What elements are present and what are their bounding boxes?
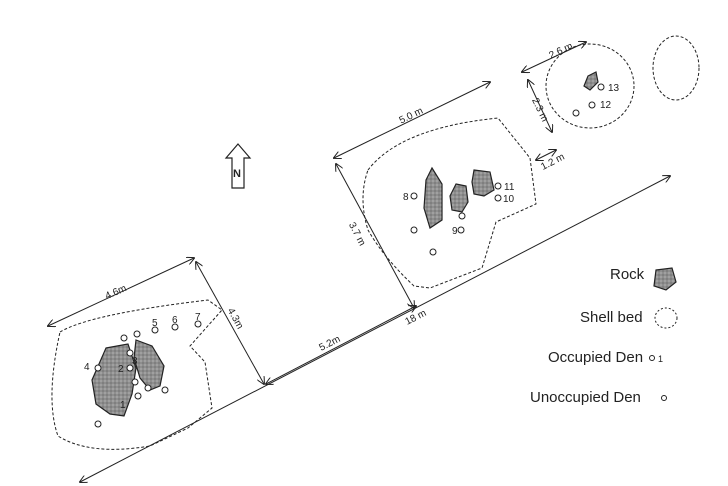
rock-central-3 <box>471 169 495 197</box>
distance-label: 4.6m <box>104 283 129 302</box>
den-number: 9 <box>452 226 458 237</box>
north-arrow-icon <box>224 143 252 189</box>
den-number: 8 <box>403 192 409 203</box>
den-number: 2 <box>118 364 124 375</box>
distance-arrow-4-6m <box>48 258 194 326</box>
north-label: N <box>233 168 241 180</box>
den <box>588 101 596 109</box>
den-number: 12 <box>600 100 612 111</box>
distance-arrow-3-7m <box>336 164 414 308</box>
den <box>597 83 605 91</box>
den <box>429 248 437 256</box>
shell-bed-northeast <box>545 43 635 129</box>
den <box>94 364 102 372</box>
den <box>494 194 502 202</box>
den <box>144 384 152 392</box>
distance-label: 5.0 m <box>398 106 425 127</box>
legend-unoccupied-den-label: Unoccupied Den <box>530 389 641 406</box>
distance-arrow-4-3m <box>196 262 264 384</box>
den-number: 4 <box>84 362 90 373</box>
distance-arrow-18m <box>80 176 670 482</box>
den <box>131 378 139 386</box>
shell-bed-far-east <box>652 35 700 101</box>
distance-label: 2.6 m <box>547 41 574 62</box>
distance-label: 2.3 m <box>529 96 550 123</box>
distance-label: 1.2 m <box>539 152 566 173</box>
rock-northeast <box>583 71 599 91</box>
den <box>94 420 102 428</box>
distance-arrow-2-6m <box>522 42 586 72</box>
den <box>133 330 141 338</box>
legend-rock-label: Rock <box>610 266 645 283</box>
den-number: 3 <box>132 356 138 367</box>
occupied-den-legend-number: 1 <box>658 354 663 364</box>
den <box>120 334 128 342</box>
distance-arrow-1-2m <box>536 150 556 160</box>
den-number: 10 <box>503 194 515 205</box>
den-number: 1 <box>120 400 126 411</box>
occupied-den-legend-icon <box>649 355 655 361</box>
den-number: 5 <box>152 318 158 329</box>
rock-west-small <box>133 339 165 391</box>
legend-occupied-den-label: Occupied Den <box>548 349 644 366</box>
den <box>410 192 418 200</box>
den <box>457 226 465 234</box>
distance-arrow-5-0m <box>334 82 490 158</box>
den-number: 13 <box>608 83 620 94</box>
unoccupied-den-legend-icon <box>661 395 667 401</box>
den-number: 11 <box>504 182 515 193</box>
distance-arrow-2-3m <box>528 80 552 132</box>
den <box>572 109 580 117</box>
rock-central-1 <box>423 166 443 229</box>
den <box>161 386 169 394</box>
den <box>410 226 418 234</box>
distance-arrow-5-2m <box>266 306 416 384</box>
legend-shell-bed-label: Shell bed <box>580 309 643 326</box>
den <box>134 392 142 400</box>
den <box>494 182 502 190</box>
den-number: 7 <box>195 312 201 323</box>
den <box>458 212 466 220</box>
den-number: 6 <box>172 315 178 326</box>
distance-label: 3.7 m <box>346 221 367 248</box>
rock-legend-icon <box>653 267 677 291</box>
rock-central-2 <box>449 183 469 213</box>
shell-bed-legend-icon <box>654 307 678 329</box>
